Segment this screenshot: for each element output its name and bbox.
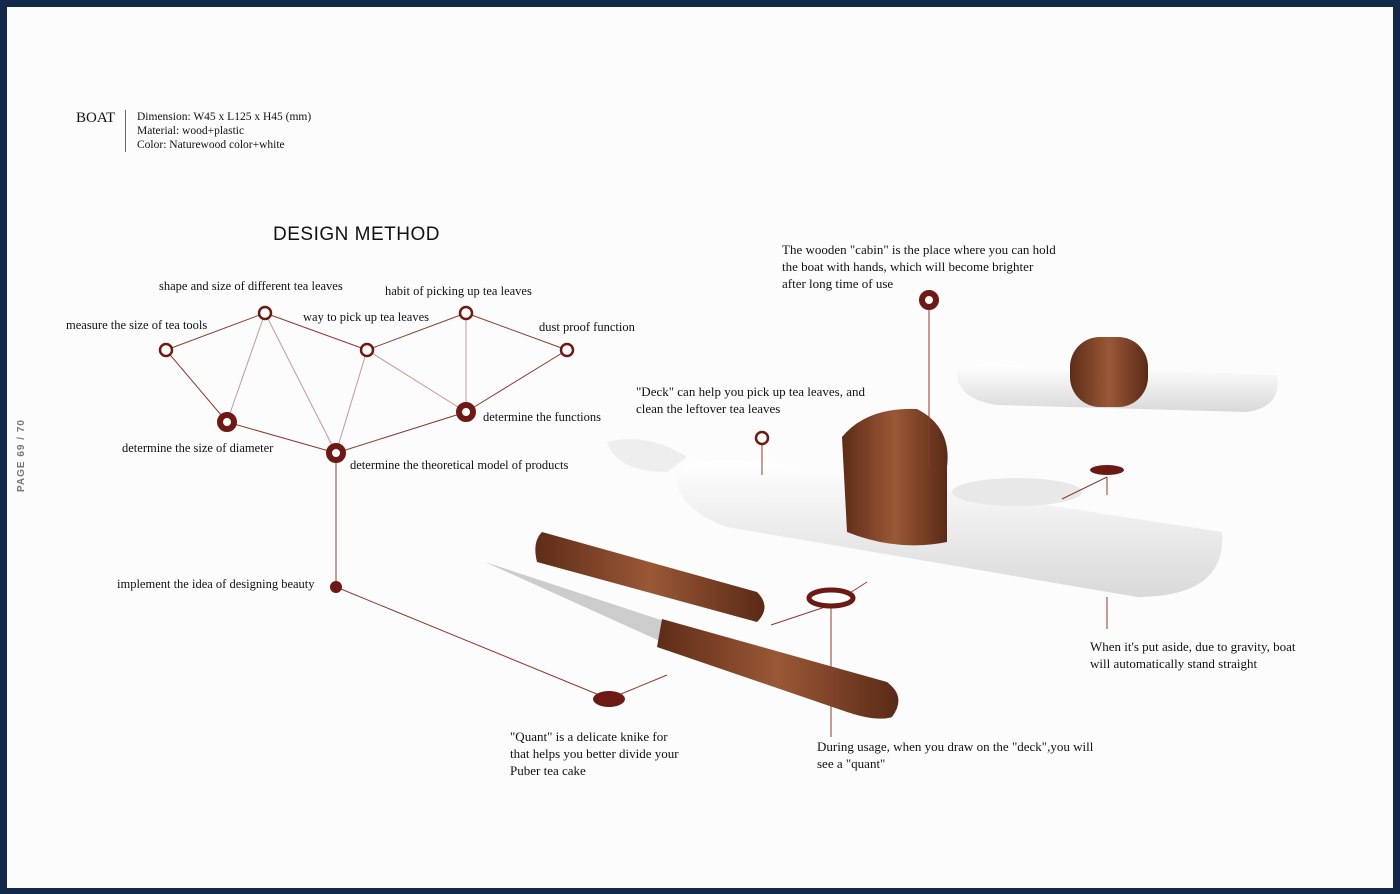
method-network-lines bbox=[165, 307, 1108, 737]
node-label: implement the idea of designing beauty bbox=[117, 577, 315, 591]
annotation-line: will automatically stand straight bbox=[1090, 656, 1258, 671]
annotation-line: When it's put aside, due to gravity, boa… bbox=[1090, 639, 1296, 654]
annotation-gravity: When it's put aside, due to gravity, boa… bbox=[1090, 638, 1295, 672]
method-nodes bbox=[158, 290, 939, 609]
annotation-line: that helps you better divide your bbox=[510, 746, 679, 761]
annotation-line: "Deck" can help you pick up tea leaves, … bbox=[636, 384, 865, 399]
node-label: determine the theoretical model of produ… bbox=[350, 458, 569, 472]
annotation-line: clean the leftover tea leaves bbox=[636, 401, 781, 416]
spec-material: Material: wood+plastic bbox=[137, 125, 245, 137]
knife-render bbox=[485, 532, 899, 719]
annotation-usage: During usage, when you draw on the "deck… bbox=[817, 738, 1093, 772]
node-label: determine the size of diameter bbox=[122, 441, 274, 455]
annotation-deck: "Deck" can help you pick up tea leaves, … bbox=[636, 383, 865, 417]
annotation-line: Puber tea cake bbox=[510, 763, 586, 778]
annotation-line: The wooden "cabin" is the place where yo… bbox=[782, 242, 1056, 257]
spec-dimension: Dimension: W45 x L125 x H45 (mm) bbox=[137, 111, 312, 123]
annotation-line: "Quant" is a delicate knike for bbox=[510, 729, 668, 744]
spec-color: Color: Naturewood color+white bbox=[137, 139, 285, 151]
node-label: way to pick up tea leaves bbox=[303, 310, 429, 324]
node-label: shape and size of different tea leaves bbox=[159, 279, 343, 293]
product-specs: Dimension: W45 x L125 x H45 (mm) Materia… bbox=[125, 110, 311, 152]
design-method-title: DESIGN METHOD bbox=[273, 224, 440, 245]
annotation-line: During usage, when you draw on the "deck… bbox=[817, 739, 1094, 754]
boat-main-render bbox=[607, 408, 1223, 597]
annotation-line: after long time of use bbox=[782, 276, 894, 291]
boat-small-render bbox=[957, 337, 1278, 412]
node-label: dust proof function bbox=[539, 320, 635, 334]
page-indicator: PAGE 69 / 70 bbox=[16, 419, 27, 492]
annotation-cabin: The wooden "cabin" is the place where yo… bbox=[782, 241, 1056, 292]
product-name: BOAT bbox=[76, 110, 116, 126]
illustration bbox=[158, 290, 1278, 737]
node-label: measure the size of tea tools bbox=[66, 318, 208, 332]
node-label: habit of picking up tea leaves bbox=[385, 284, 532, 298]
annotation-quant: "Quant" is a delicate knike for that hel… bbox=[510, 728, 679, 779]
annotation-line: the boat with hands, which will become b… bbox=[782, 259, 1034, 274]
node-label: determine the functions bbox=[483, 410, 602, 424]
annotation-line: see a "quant" bbox=[817, 756, 886, 771]
page: BOAT Dimension: W45 x L125 x H45 (mm) Ma… bbox=[7, 7, 1393, 888]
